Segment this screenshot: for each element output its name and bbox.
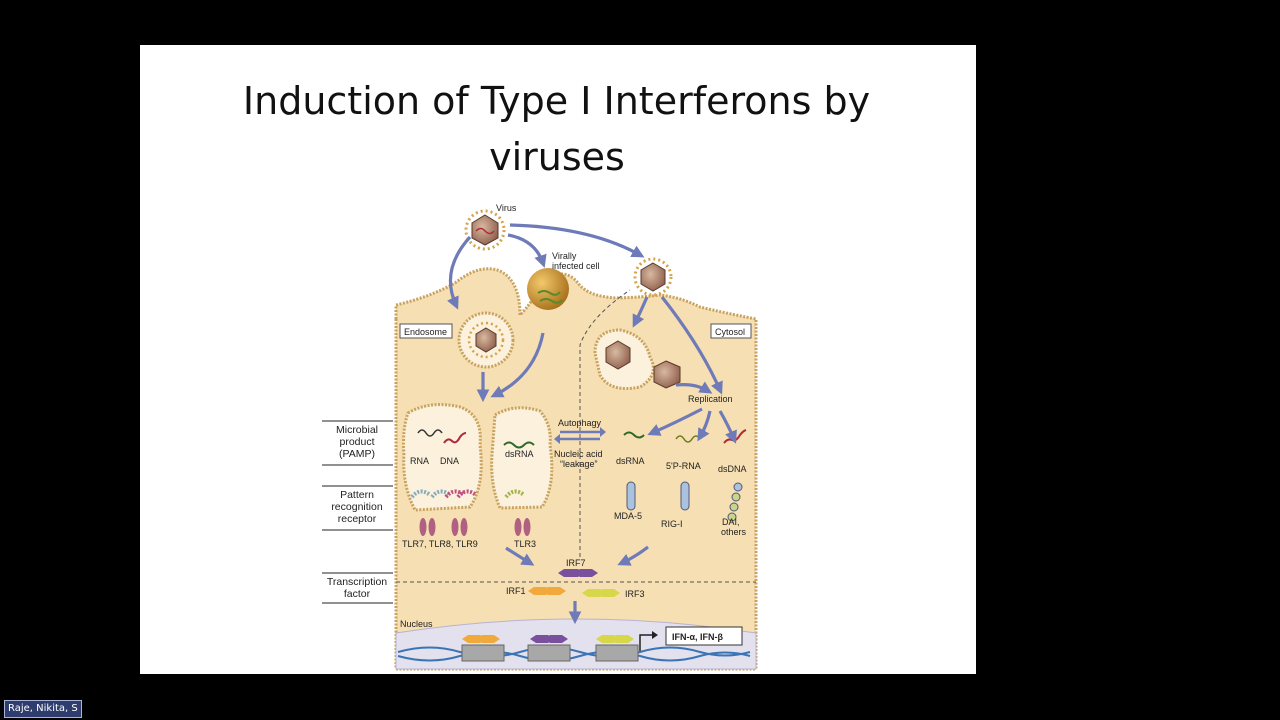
dai-label-2: others [721,527,747,537]
dsdna-label: dsDNA [718,464,747,474]
nucleus-label: Nucleus [400,619,433,629]
tlr789-label: TLR7, TLR8, TLR9 [402,539,478,549]
slide-title-line-2: viruses [489,135,625,179]
side-prr-line-2: recognition [331,501,383,513]
virus-icon [633,257,673,297]
dna-label: DNA [440,456,459,466]
endosome-virus [457,311,515,369]
side-pamp-line-1: Microbial [336,424,378,436]
autophagy-label: Autophagy [558,418,602,428]
ifn-output-box [665,626,743,646]
replication-label: Replication [688,394,733,404]
side-label-tf: Transcription factor [322,572,393,604]
infected-cell-icon [527,268,569,310]
mda5-label: MDA-5 [614,511,642,521]
virus-icon [464,209,506,251]
side-pamp-line-3: (PAMP) [339,448,375,460]
leakage-label-1: Nucleic acid [554,449,603,459]
rigi-label: RIG-I [661,519,683,529]
dsrna-cytosol-label: dsRNA [616,456,645,466]
leakage-label-2: “leakage” [560,459,598,469]
tlr-receptors [410,489,531,536]
interferon-induction-diagram: Virus Virally infected cell Endosome Cyt… [322,203,758,671]
irf7-label: IRF7 [566,558,586,568]
5p-rna-label: 5'P-RNA [666,461,701,471]
slide-title-line-1: Induction of Type I Interferons by [242,79,871,123]
side-label-pamp: Microbial product (PAMP) [322,420,393,466]
ifn-label: IFN-α, IFN-β [672,632,724,642]
side-prr-line-3: receptor [338,513,377,525]
cytosol-label: Cytosol [715,327,745,337]
presentation-slide: Induction of Type I Interferons by virus… [140,45,976,674]
side-prr-line-1: Pattern [340,489,374,501]
endosome-compartment-2 [490,406,554,510]
irf1-label: IRF1 [506,586,526,596]
slide-title: Induction of Type I Interferons by virus… [140,73,976,185]
dsrna-endosome-label: dsRNA [505,449,534,459]
infected-cell-label-2: infected cell [552,261,600,271]
cytosol-vesicle [593,328,681,390]
irf-factors [528,569,620,597]
side-tf-line-1: Transcription [327,576,387,588]
tlr3-label: TLR3 [514,539,536,549]
endosome-label: Endosome [404,327,447,337]
irf3-label: IRF3 [625,589,645,599]
infected-cell-label-1: Virally [552,251,577,261]
dai-label-1: DAI, [722,517,740,527]
side-pamp-line-2: product [339,436,374,448]
participant-name-tag: Raje, Nikita, S [4,700,82,718]
side-tf-line-2: factor [344,588,371,600]
side-label-prr: Pattern recognition receptor [322,485,393,531]
virus-label: Virus [496,203,517,213]
pathway-arrows [446,223,737,625]
rna-label: RNA [410,456,429,466]
